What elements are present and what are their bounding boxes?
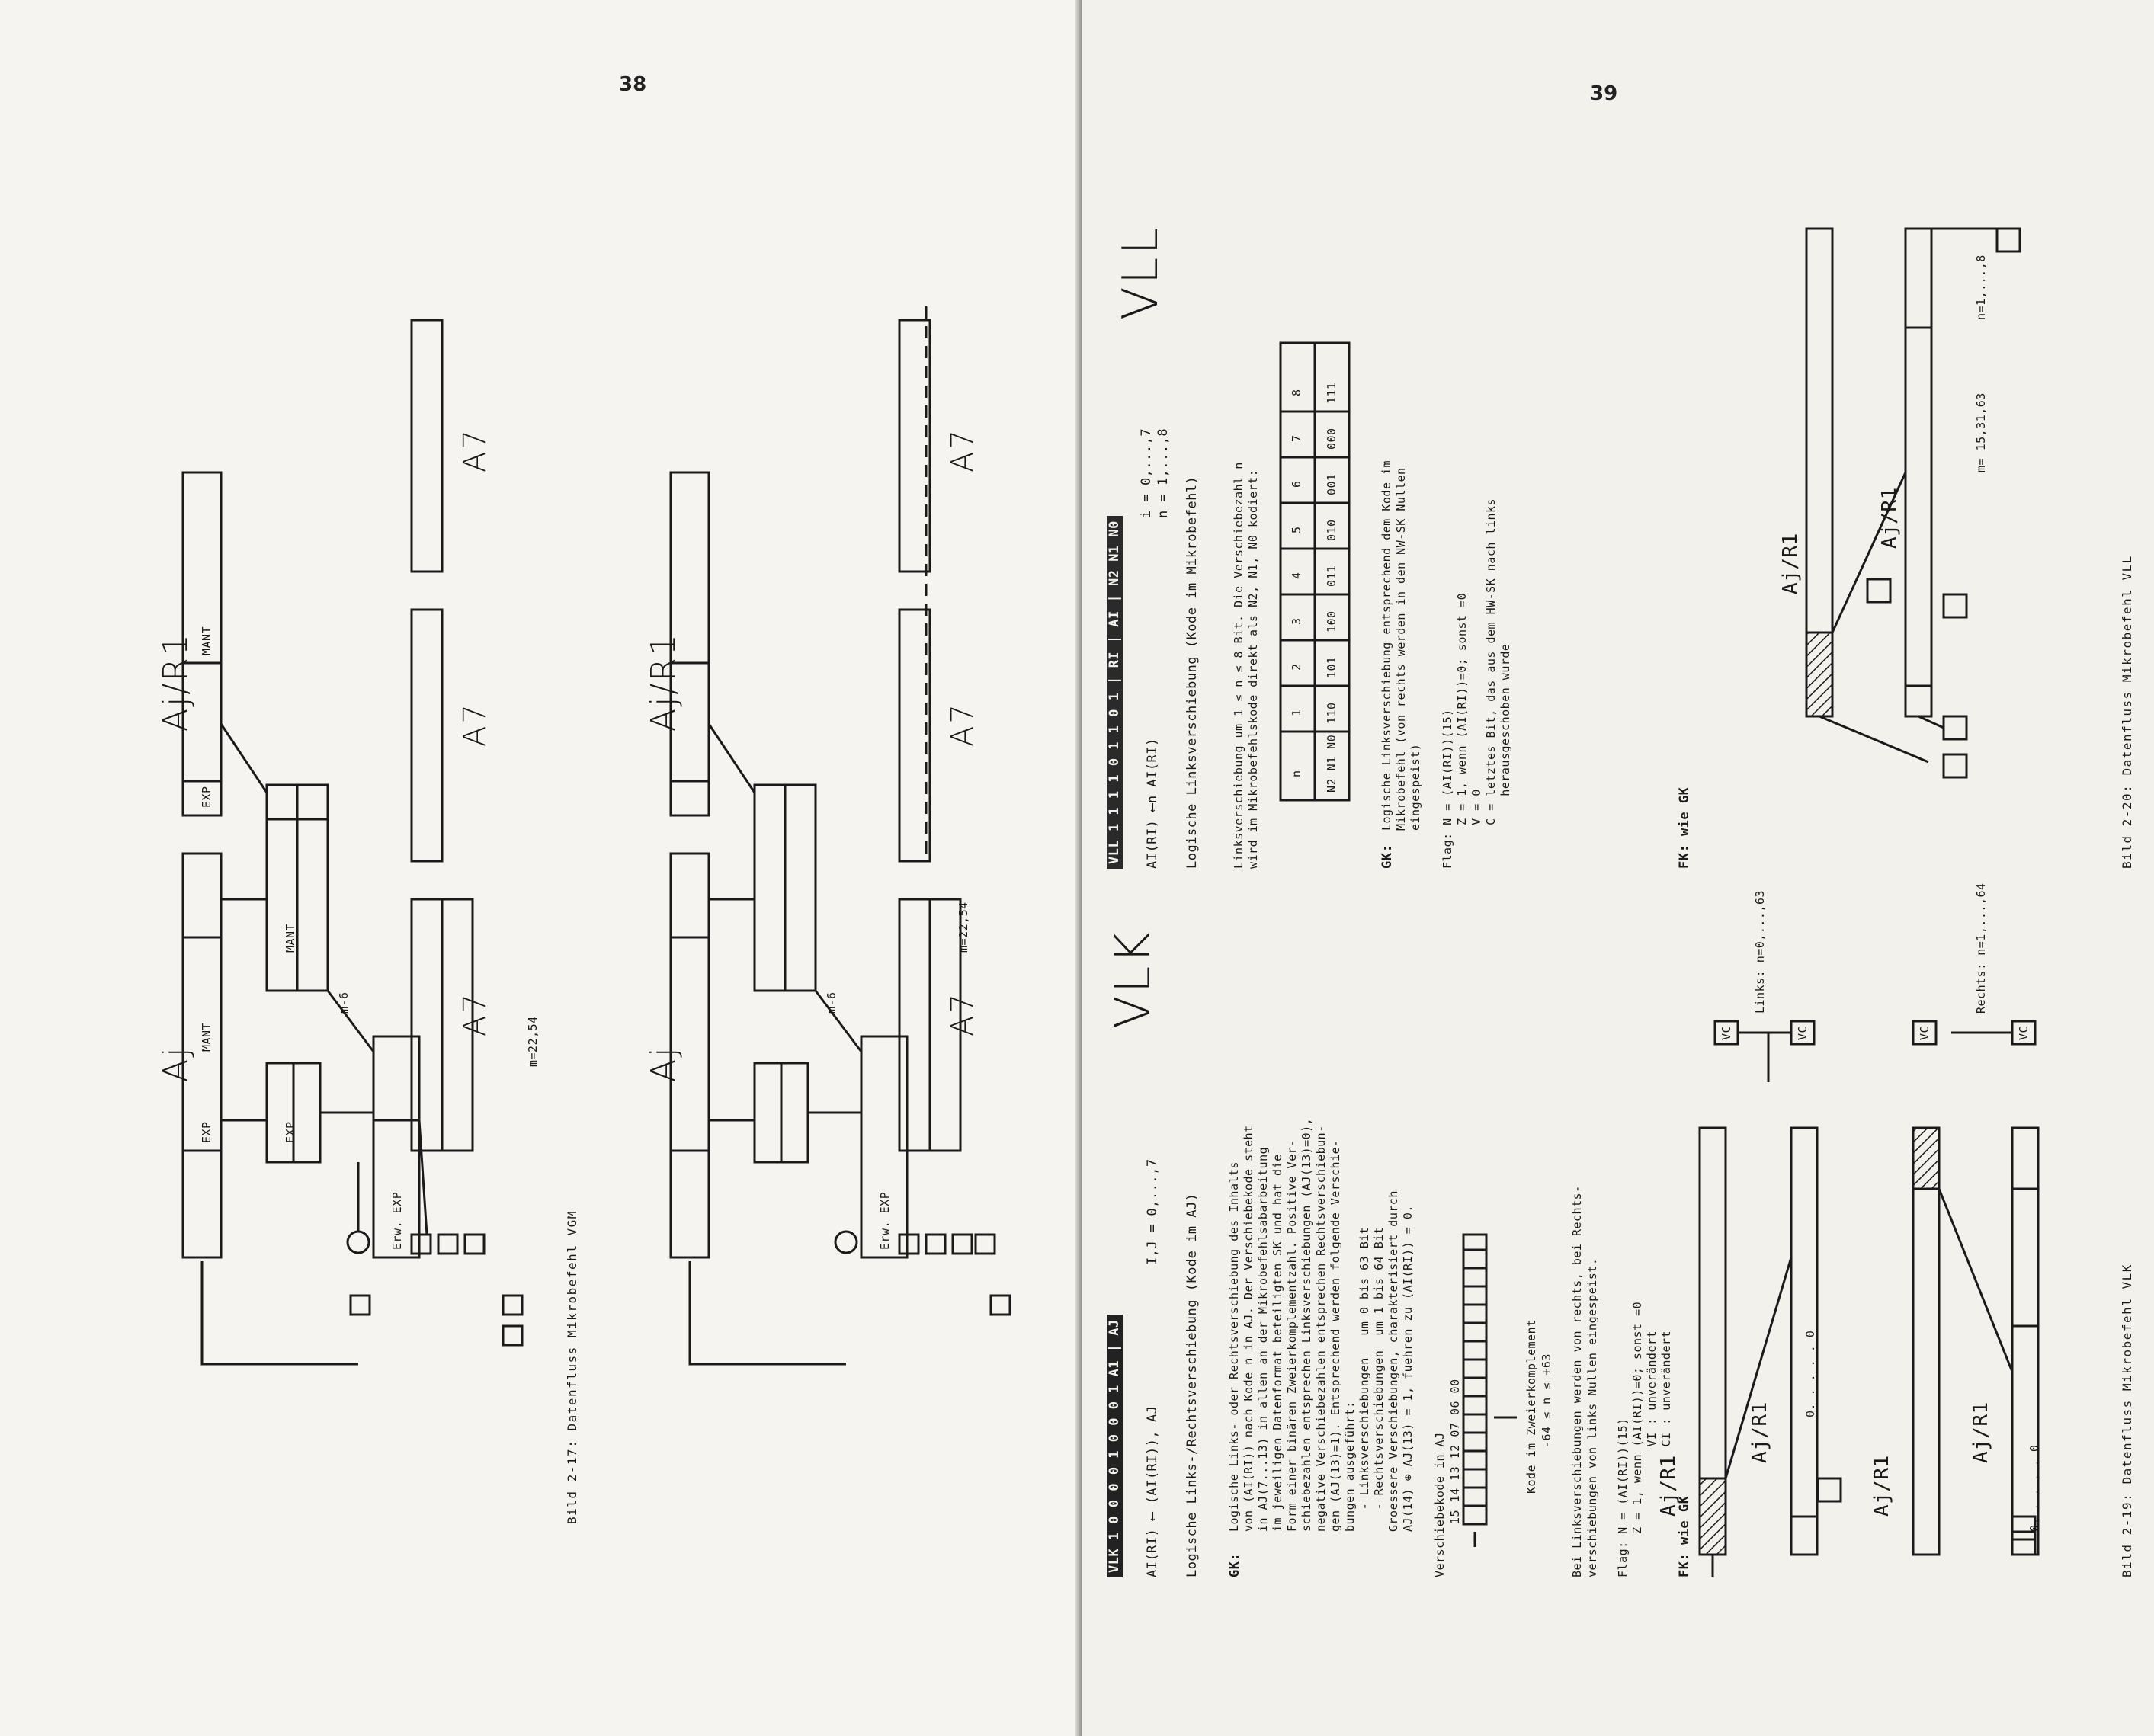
label-exp-1: EXP [200, 1121, 213, 1143]
a7-output-4 [441, 898, 474, 1152]
label-exp-2: EXP [200, 786, 213, 808]
label-a7-2: A7 [457, 702, 492, 747]
label-a7-5: A7 [945, 702, 980, 747]
left-page: 38 [156, 73, 1011, 1524]
a7-output-1 [410, 898, 444, 1152]
label-a7-3: A7 [457, 428, 492, 472]
vll-fig-range-2: n=1,...,8 [1974, 255, 1988, 320]
right-page: 39 VLK VLK 1 0 0 0 0 1 0 0 0 1 A1 | AJ A… [1082, 0, 2154, 1736]
vlk-bit-register [1462, 1233, 1517, 1547]
xor-circle-lower [834, 1230, 858, 1254]
vll-fig-ajr1-1: Aj/R1 [1779, 533, 1802, 594]
label-erw-exp-2: Erw. EXP [878, 1191, 892, 1250]
page-number-right: 39 [1590, 82, 1618, 105]
vgm-figure-lower [669, 305, 1011, 1366]
erw-exp-block [372, 1035, 421, 1259]
label-ajr1-upper: Aj/R1 [156, 632, 195, 732]
vgm-dataflow-diagrams [181, 305, 1011, 1366]
caption-vgm: Bild 2-17: Datenfluss Mikrobefehl VGM [565, 1210, 579, 1524]
a7-output-2 [410, 608, 444, 863]
label-mant-1: MANT [200, 1022, 213, 1052]
label-range-1: m=22,54 [526, 1016, 540, 1067]
label-aj-lower: Aj [644, 1045, 683, 1082]
label-m-6-1: m-6 [337, 991, 351, 1014]
vll-fig-range-1: m= 15,31,63 [1974, 392, 1988, 472]
vgm-figure-upper [181, 319, 524, 1366]
ajr1-register [181, 471, 223, 817]
page-number-left: 38 [619, 73, 647, 96]
label-m-6-2: m-6 [825, 991, 838, 1014]
label-a7-4: A7 [945, 991, 980, 1036]
label-erw-exp-1: Erw. EXP [390, 1191, 404, 1250]
aj-register [181, 852, 223, 1259]
label-range-2: m=22,54 [957, 902, 970, 953]
vll-fig-ajr1-2: Aj/R1 [1878, 487, 1901, 549]
label-mant-2: MANT [200, 626, 213, 655]
label-exp-3: EXP [284, 1121, 297, 1143]
label-mant-3: MANT [284, 923, 297, 953]
label-a7-6: A7 [945, 428, 980, 472]
vll-dataflow-figure [1805, 227, 2021, 779]
caption-vll: Bild 2-20: Datenfluss Mikrobefehl VLL [2120, 555, 2134, 869]
vll-code-table [1279, 341, 1351, 802]
label-aj-upper: Aj [156, 1045, 195, 1082]
vlk-dataflow-figure [1698, 1020, 2040, 1577]
xor-circle-upper [346, 1230, 370, 1254]
label-ajr1-lower: Aj/R1 [644, 632, 683, 732]
label-a7-1: A7 [457, 991, 492, 1036]
a7-output-3 [410, 319, 444, 573]
